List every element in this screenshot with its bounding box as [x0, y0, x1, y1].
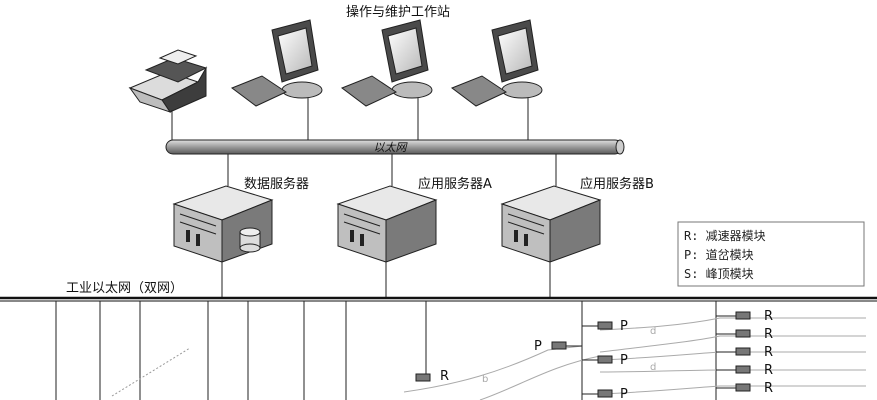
server-icon [500, 185, 602, 263]
module-r: R [716, 345, 773, 360]
module-r: R [716, 363, 773, 378]
ethernet-bus [165, 139, 625, 155]
module-p: P [534, 339, 582, 354]
printer-icon [128, 49, 208, 113]
track-mark: d [650, 362, 656, 373]
svg-text:P: P [620, 387, 628, 400]
database-icon [239, 227, 261, 253]
module-p: P [582, 319, 628, 334]
legend-item-r: R: 减速器模块 [684, 229, 766, 243]
svg-text:R: R [440, 369, 449, 384]
legend-item-s: S: 峰顶模块 [684, 267, 754, 281]
track-mark: d [650, 326, 656, 337]
server-label-app-a: 应用服务器A [418, 176, 492, 192]
workstation-icon [450, 19, 543, 107]
module-r: R [716, 327, 773, 342]
svg-text:R: R [764, 327, 773, 342]
svg-text:R: R [764, 309, 773, 324]
server-icon [336, 185, 438, 263]
svg-text:R: R [764, 345, 773, 360]
track-mark: b [482, 374, 488, 385]
workstation-icon [230, 19, 323, 107]
module-r: R [415, 369, 449, 384]
industrial-net-label: 工业以太网（双网） [66, 281, 183, 296]
svg-text:P: P [620, 319, 628, 334]
ethernet-label: 以太网 [374, 141, 409, 154]
svg-text:P: P [620, 353, 628, 368]
svg-text:R: R [764, 363, 773, 378]
module-p: P [582, 387, 628, 400]
module-p: P [582, 353, 628, 368]
server-label-app-b: 应用服务器B [580, 176, 654, 192]
svg-text:R: R [764, 381, 773, 396]
legend-item-p: P: 道岔模块 [684, 248, 754, 262]
field-diagonal [111, 347, 191, 397]
module-r: R [716, 381, 773, 396]
field-drops [55, 301, 717, 400]
module-r: R [716, 309, 773, 324]
track-lines [403, 317, 866, 400]
industrial-ethernet-bus [0, 296, 877, 302]
svg-text:P: P [534, 339, 542, 354]
diagram-title: 操作与维护工作站 [346, 4, 450, 20]
workstation-icon [340, 19, 433, 107]
legend-box: R: 减速器模块 P: 道岔模块 S: 峰顶模块 [677, 221, 865, 287]
server-label-data: 数据服务器 [244, 176, 309, 192]
